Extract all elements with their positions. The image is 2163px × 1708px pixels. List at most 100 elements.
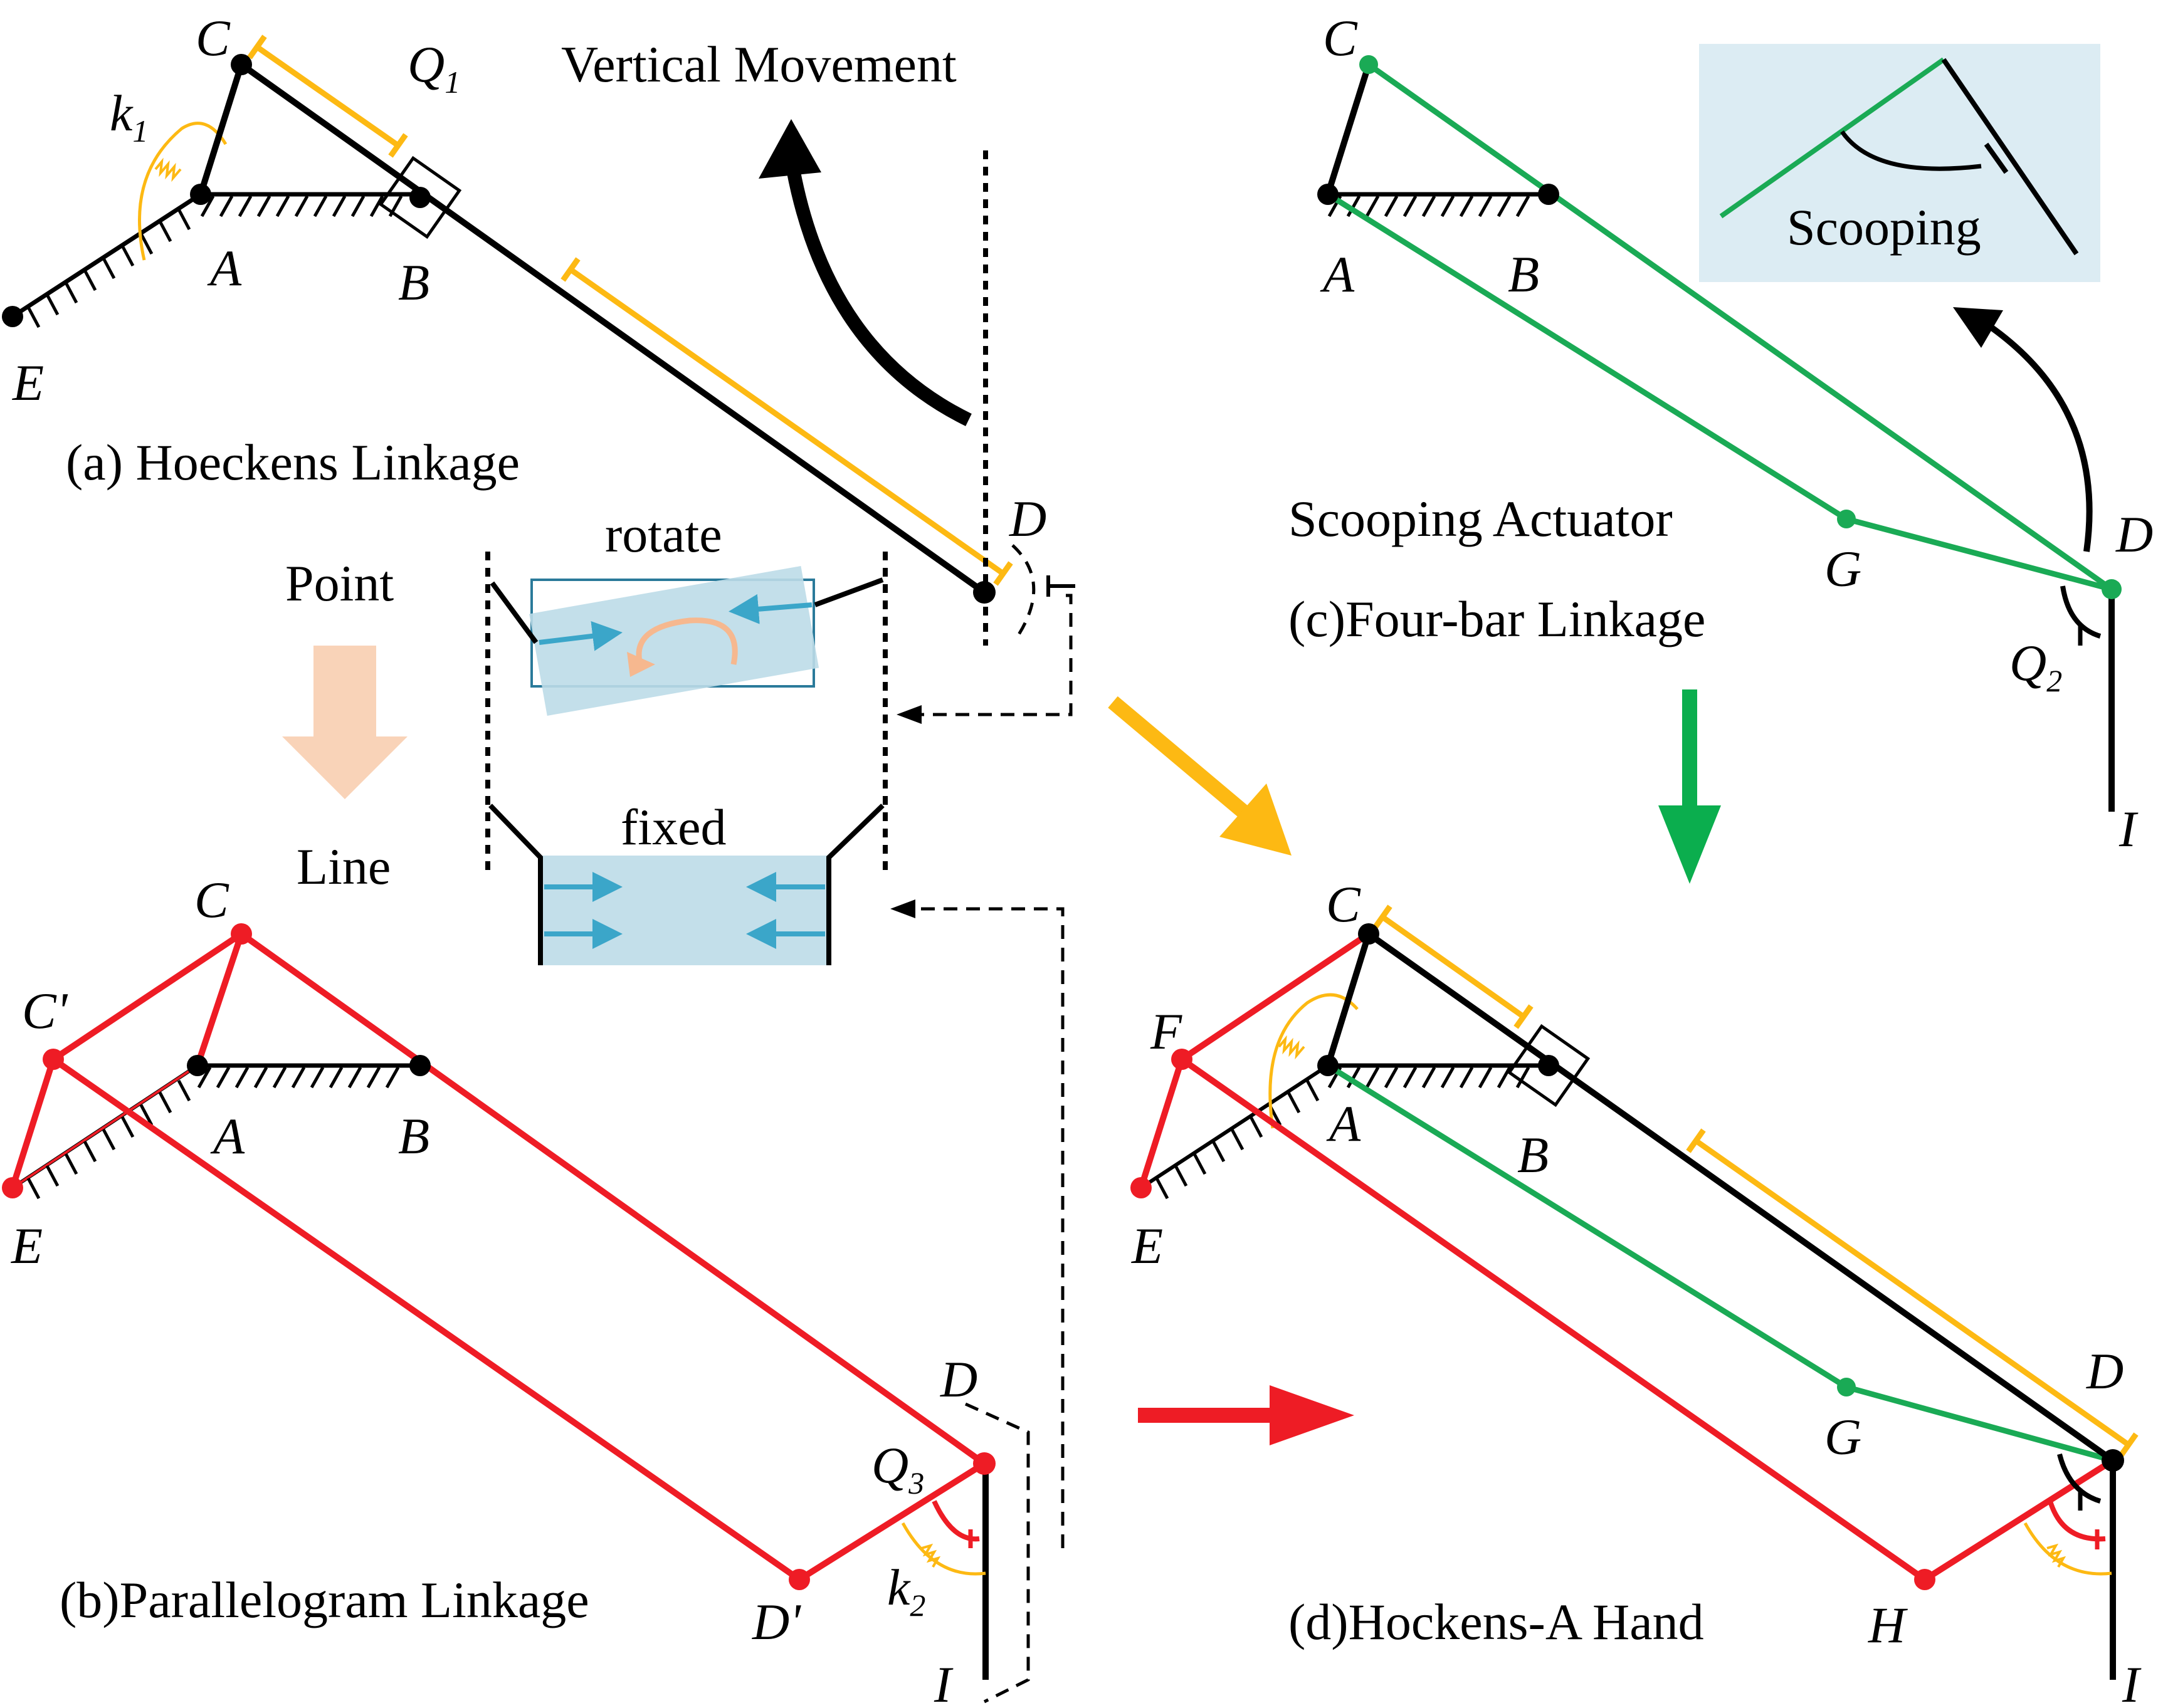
label-line: Line: [297, 838, 391, 895]
label-c-b: C: [194, 871, 229, 928]
joint-c: [231, 54, 252, 75]
caption-d: (d)Hockens-A Hand: [1288, 1593, 1704, 1650]
point-to-line: Point Line: [282, 555, 408, 895]
ground-hatch-ea-b: [11, 1064, 199, 1200]
scooping-arrow: [1986, 322, 2093, 552]
spring-k2-coil: [921, 1543, 941, 1568]
panel-d-hockens-a-hand: C F A B E G D H I (d)Hockens-A Hand: [1130, 876, 2142, 1708]
joint-d-prime-b: [789, 1569, 810, 1590]
joint-a-b: [187, 1055, 208, 1076]
leader-to-fixed-head: [890, 899, 915, 918]
joint-f-d: [1171, 1049, 1192, 1070]
scooping-inset-left-arm: [1719, 57, 1945, 219]
label-a-d: A: [1326, 1095, 1361, 1152]
joint-c-d: [1358, 923, 1379, 945]
scooping-arrowhead: [1953, 307, 2003, 348]
label-vertical-movement: Vertical Movement: [561, 36, 957, 93]
label-q3: Q3: [871, 1437, 924, 1501]
joint-a-c: [1317, 184, 1339, 205]
ground-hatch-ab-c: [1327, 192, 1549, 217]
label-c-a: C: [196, 9, 231, 66]
ground-hatch-ab: [200, 192, 414, 217]
link-ac-d: [1325, 933, 1372, 1067]
link-cd-c: [1367, 62, 2113, 592]
joint-b: [409, 187, 431, 208]
label-c-d: C: [1326, 876, 1361, 933]
angle-q2-marker: [2060, 585, 2102, 639]
peach-down-arrow: [282, 646, 408, 799]
panel-b-parallelogram-linkage: C C' A B E D D' I Q3 k2 (b)Parallelogram…: [2, 871, 1030, 1708]
link-ag-c: [1326, 192, 1848, 521]
joint-c-prime-b: [43, 1049, 64, 1070]
label-f-d: F: [1150, 1003, 1182, 1060]
caption-b: (b)Parallelogram Linkage: [60, 1571, 589, 1628]
scooping-inset-panel: [1699, 44, 2100, 282]
link-ac: [197, 63, 245, 196]
dimension-bd-segment-d: [1686, 1128, 2139, 1457]
label-e-d: E: [1131, 1217, 1163, 1274]
fixed-box: [540, 856, 828, 965]
label-e-b: E: [11, 1217, 43, 1274]
green-down-arrowhead: [1658, 805, 1721, 884]
spring-k1-coil: [154, 157, 182, 182]
label-a-b: A: [210, 1108, 245, 1165]
spring-d-coil: [1278, 1035, 1305, 1060]
label-k2: k2: [887, 1559, 925, 1623]
gold-diagonal-arrow: [1108, 696, 1256, 824]
dimension-q1-segment: [247, 34, 408, 158]
spring-k1-arc: [138, 122, 228, 261]
link-ag-d: [1326, 1063, 1848, 1390]
spring-d-arc: [1268, 993, 1359, 1129]
link-c-prime-d-prime: [51, 1056, 801, 1583]
rotate-arrow-left: [539, 621, 623, 651]
link-ac-b: [194, 933, 245, 1067]
ground-hatch-ab-b: [197, 1063, 420, 1089]
link-d-prime-d: [797, 1460, 986, 1583]
joint-g-c: [1837, 510, 1856, 528]
label-c-prime-b: C': [22, 982, 68, 1039]
scooping-inset-angle: [1840, 130, 1982, 171]
joint-h-d: [1914, 1569, 1935, 1590]
label-d-prime-b: D': [752, 1593, 801, 1650]
label-d-d: D: [2086, 1343, 2124, 1400]
joint-b-d: [1538, 1055, 1559, 1076]
link-gd-c: [1845, 516, 2113, 592]
label-b-d: B: [1517, 1126, 1549, 1183]
red-links-d: [1138, 931, 2115, 1583]
joint-g-d: [1837, 1378, 1856, 1396]
angle-d-dashed: [1011, 544, 1036, 641]
label-c-c: C: [1323, 9, 1358, 66]
joint-b-c: [1538, 184, 1559, 205]
leader-to-fixed: [909, 907, 1065, 1548]
link-gd-d: [1845, 1384, 2114, 1464]
fixed-left-bar: [488, 804, 543, 965]
vertical-movement-arrow: [786, 167, 972, 426]
label-g-d: G: [1824, 1408, 1861, 1465]
panel-a-hoeckens-linkage: C A B E D Q1 k1 Vertical Movement (a) Ho…: [2, 9, 1075, 646]
link-c-prime-e: [9, 1058, 56, 1189]
slider-block-b: [378, 155, 462, 239]
label-d-c: D: [2115, 506, 2153, 563]
rotate-curl-arrowhead: [627, 652, 655, 677]
gold-diagonal-arrowhead: [1219, 783, 1292, 856]
label-b-b: B: [398, 1108, 429, 1165]
link-cc-prime: [51, 931, 243, 1062]
joint-c-b: [231, 923, 252, 945]
label-q1-base: Q1: [408, 36, 460, 100]
label-scooping: Scooping: [1787, 199, 1981, 256]
angle-q2-marker-d: [2057, 1454, 2102, 1504]
slider-block-b-d: [1507, 1024, 1591, 1108]
ground-hatch-ea-d: [1140, 1064, 1329, 1200]
joint-c-c: [1359, 55, 1378, 74]
joint-e: [2, 306, 23, 327]
joint-a-d: [1317, 1055, 1339, 1076]
label-e-a: E: [12, 354, 44, 411]
label-rotate: rotate: [605, 506, 722, 563]
angle-q3-marker: [932, 1500, 980, 1542]
joint-e-b: [2, 1177, 23, 1198]
joint-b-b: [409, 1055, 431, 1076]
label-q2: Q2: [2009, 634, 2062, 698]
link-ac-c: [1325, 63, 1372, 196]
scooping-inset-right-arm: [1941, 58, 2079, 256]
